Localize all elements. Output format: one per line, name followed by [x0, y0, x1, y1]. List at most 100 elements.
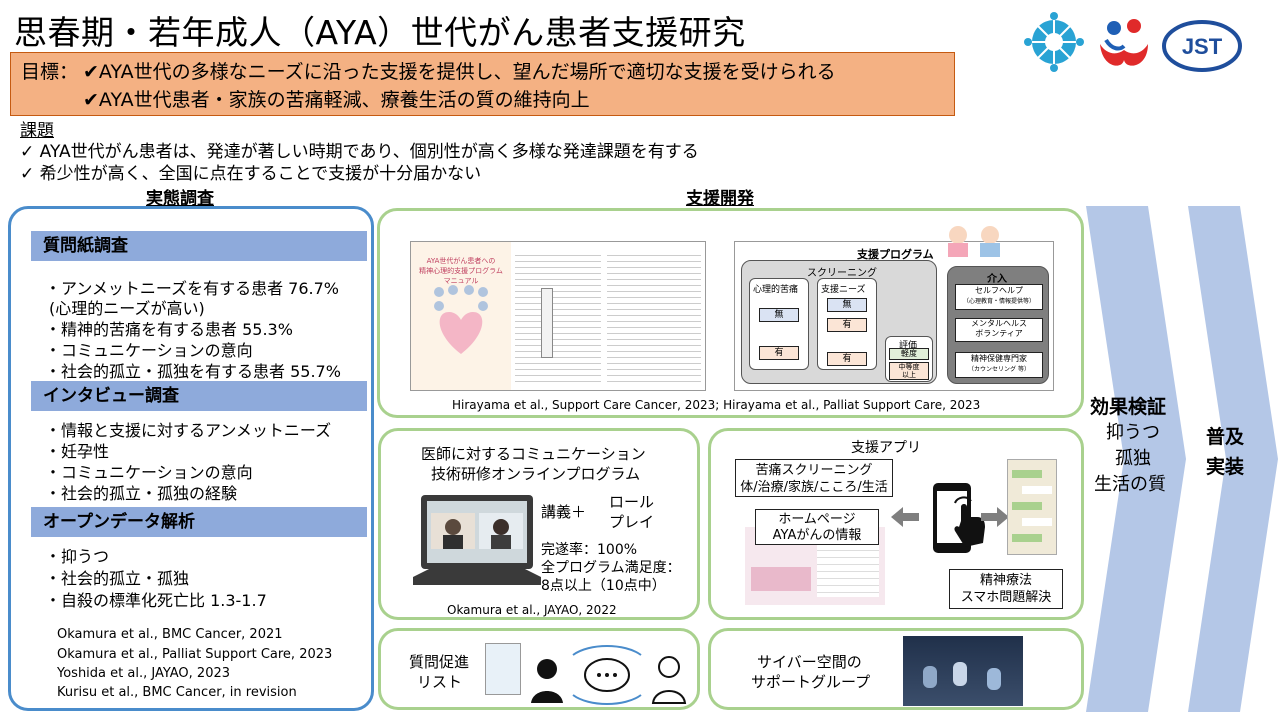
- development-panel: AYA世代がん患者への 精神心理的支援プログラム マニュアル 支援プログラム ス…: [377, 208, 1084, 418]
- questionnaire-item: (心理的ニーズが高い): [49, 299, 205, 318]
- chat-bubble: [1022, 518, 1052, 526]
- smartphone-touch-icon: [933, 483, 985, 553]
- psych-label: 心理的苦痛: [753, 285, 799, 295]
- interview-item: ・情報と支援に対するアンメットニーズ: [45, 421, 332, 440]
- homepage-banner: [751, 567, 811, 591]
- comm-title-2: 技術研修オンラインプログラム: [431, 465, 641, 483]
- questionnaire-item: ・社会的孤立・孤独を有する患者 55.7%: [45, 362, 341, 381]
- pain-screening-box: 苦痛スクリーニング 体/治療/家族/こころ/生活: [735, 459, 893, 497]
- manual-page-3: [607, 250, 701, 386]
- page-title: 思春期・若年成人（AYA）世代がん患者支援研究: [14, 13, 746, 52]
- effect-item: 抑うつ: [1106, 422, 1160, 443]
- specialist-sub: （カウンセリング 等）: [968, 366, 1030, 373]
- comm-title-1: 医師に対するコミュニケーション: [421, 445, 646, 463]
- survey-ref: Kurisu et al., BMC Cancer, in revision: [57, 685, 297, 700]
- needs-yes-1: 有: [827, 318, 867, 332]
- issue-item-1: ✓ AYA世代がん患者は、発達が著しい時期であり、個別性が高く多様な発達課題を有…: [20, 142, 699, 162]
- development-ref: Hirayama et al., Support Care Cancer, 20…: [452, 398, 981, 412]
- qpl-label-1: 質問促進: [409, 653, 470, 671]
- manual-image: AYA世代がん患者への 精神心理的支援プログラム マニュアル: [410, 241, 706, 391]
- screening-label: スクリーニング: [807, 268, 877, 279]
- opendata-bar: オープンデータ解析: [31, 507, 367, 537]
- pain-screening-sub: 体/治療/家族/こころ/生活: [740, 480, 888, 495]
- effect-item: 孤独: [1115, 448, 1151, 469]
- opendata-item: ・抑うつ: [45, 547, 110, 566]
- avatar: [953, 662, 967, 686]
- chat-bubble: [1012, 470, 1042, 478]
- intervention-label: 介入: [987, 274, 1007, 285]
- qpl-panel: 質問促進 リスト: [378, 628, 700, 710]
- needs-yes-2: 有: [827, 352, 867, 366]
- qpl-booklet-icon: [485, 643, 521, 695]
- cyber-label-2: サポートグループ: [751, 673, 871, 691]
- survey-ref: Okamura et al., Palliat Support Care, 20…: [57, 647, 333, 662]
- app-panel: 支援アプリ 苦痛スクリーニング 体/治療/家族/こころ/生活 ホームページ AY…: [708, 428, 1084, 620]
- goal-label: 目標：: [21, 61, 79, 83]
- amed-logo: [1100, 19, 1148, 66]
- psych-yes: 有: [759, 346, 799, 360]
- questionnaire-item: ・コミュニケーションの意向: [45, 341, 253, 360]
- goal-line-2: ✔AYA世代患者・家族の苦痛軽減、療養生活の質の維持向上: [83, 89, 590, 111]
- virtual-space-image: [903, 636, 1023, 706]
- chat-bubble: [1012, 502, 1042, 510]
- satisfaction-1: 全プログラム満足度：: [541, 560, 681, 576]
- effect-title: 効果検証: [1090, 396, 1167, 418]
- app-screenshot: [1007, 459, 1057, 555]
- thermometer-icon: [541, 288, 553, 358]
- homepage-sub: AYAがんの情報: [772, 528, 862, 543]
- specialist-label: 精神保健専門家: [971, 354, 1027, 363]
- avatar: [923, 666, 937, 688]
- survey-heading: 実態調査: [146, 189, 214, 209]
- satisfaction-2: 8点以上（10点中）: [541, 578, 666, 594]
- patient-doctor-conversation-icon: [531, 645, 687, 705]
- goal-line-1: ✔AYA世代の多様なニーズに沿った支援を提供し、望んだ場所で適切な支援を受けられ…: [83, 61, 836, 83]
- needs-label: 支援ニーズ: [821, 285, 866, 295]
- homepage-label: ホームページ: [778, 512, 856, 527]
- spread-title-1: 普及: [1206, 426, 1245, 448]
- nurses-icon: [948, 226, 1000, 257]
- effect-arrow: [1086, 206, 1186, 712]
- therapy-sub: スマホ問題解決: [960, 590, 1052, 605]
- avatar: [987, 668, 1001, 690]
- homepage-box: ホームページ AYAがんの情報: [755, 509, 879, 545]
- eval-moderate: 中等度 以上: [889, 362, 929, 380]
- goal-box: 目標： ✔AYA世代の多様なニーズに沿った支援を提供し、望んだ場所で適切な支援を…: [10, 52, 955, 116]
- survey-ref: Yoshida et al., JAYAO, 2023: [57, 666, 231, 681]
- cyber-label-1: サイバー空間の: [757, 653, 862, 671]
- interview-item: ・社会的孤立・孤独の経験: [45, 484, 238, 503]
- selfhelp-label: セルフヘルプ: [975, 286, 1023, 295]
- development-heading: 支援開発: [686, 189, 754, 209]
- therapy-label: 精神療法: [979, 573, 1032, 588]
- opendata-item: ・自殺の標準化死亡比 1.3-1.7: [45, 591, 267, 610]
- questionnaire-item: ・アンメットニーズを有する患者 76.7%: [45, 279, 339, 298]
- jst-logo: JST: [1162, 20, 1242, 72]
- survey-panel: 質問紙調査 ・アンメットニーズを有する患者 76.7% (心理的ニーズが高い) …: [8, 206, 374, 711]
- cyber-panel: サイバー空間の サポートグループ: [708, 628, 1084, 710]
- homepage-text: [817, 537, 879, 597]
- effect-item: 生活の質: [1094, 474, 1166, 495]
- spread-arrow: [1188, 206, 1278, 712]
- selfhelp-sub: （心理教育・情報提供等）: [962, 298, 1035, 305]
- program-title: 支援プログラム: [857, 248, 934, 261]
- svg-text:JST: JST: [1182, 34, 1223, 59]
- manual-cover-title: AYA世代がん患者への 精神心理的支援プログラム マニュアル: [411, 242, 511, 390]
- manual-page-2: [515, 250, 601, 386]
- opendata-item: ・社会的孤立・孤独: [45, 569, 190, 588]
- spread-title-2: 実装: [1206, 456, 1245, 478]
- interview-item: ・コミュニケーションの意向: [45, 463, 253, 482]
- questionnaire-item: ・精神的苦痛を有する患者 55.3%: [45, 320, 293, 339]
- qpl-label-2: リスト: [417, 673, 463, 691]
- arrow-left-icon: [891, 507, 919, 527]
- interview-bar: インタビュー調査: [31, 381, 367, 411]
- eval-label: 評価: [899, 341, 918, 351]
- ncc-logo: [1024, 12, 1084, 72]
- specialist-box: 精神保健専門家 （カウンセリング 等）: [955, 352, 1043, 378]
- laptop-icon: [413, 495, 541, 585]
- questionnaire-bar: 質問紙調査: [31, 231, 367, 261]
- communication-panel: 医師に対するコミュニケーション 技術研修オンラインプログラム 講義＋ ロール プ…: [378, 428, 700, 620]
- chat-bubble: [1012, 534, 1042, 542]
- issues-heading: 課題: [20, 121, 54, 141]
- roleplay-label-2: プレイ: [609, 513, 655, 531]
- pain-screening-label: 苦痛スクリーニング: [755, 463, 873, 478]
- app-title: 支援アプリ: [851, 440, 921, 456]
